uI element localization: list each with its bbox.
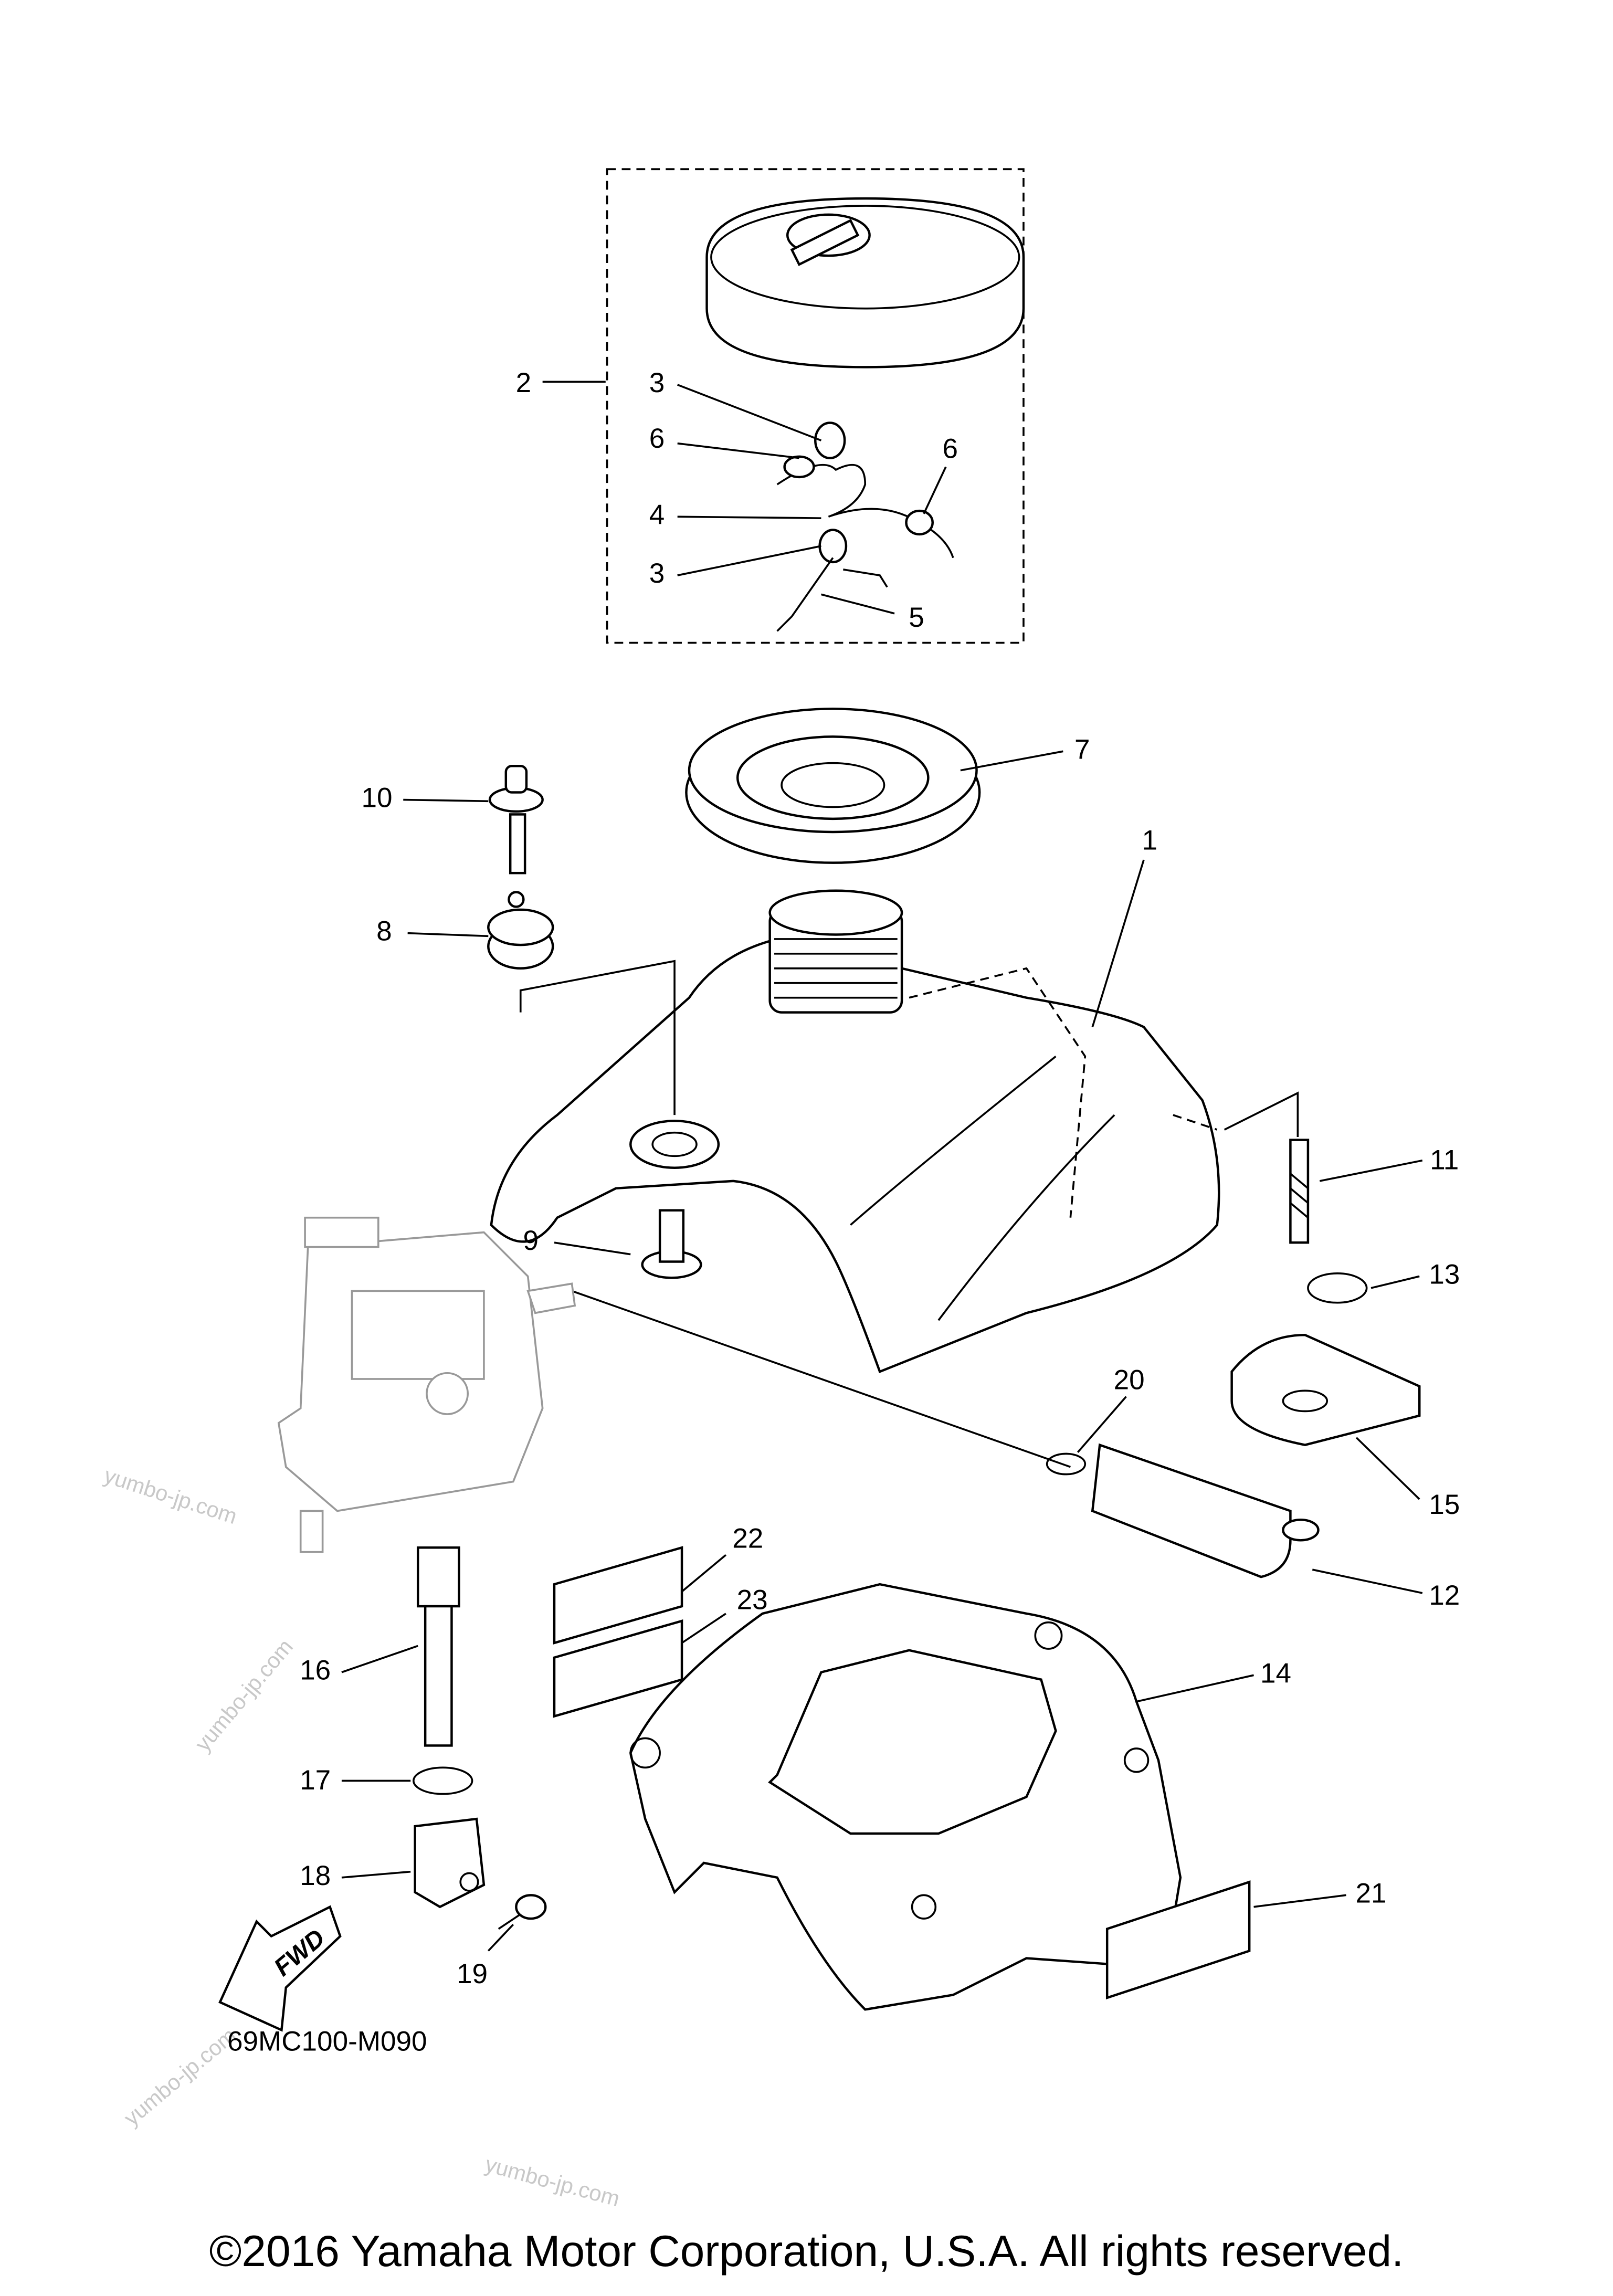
watermark: yumbo-jp.com [483, 2152, 623, 2211]
part-label-20: 20 [1114, 1365, 1145, 1396]
part-label-18: 18 [300, 1860, 331, 1891]
watermark: yumbo-jp.com [119, 2023, 241, 2131]
part-1-fuel-tank [490, 889, 1220, 1373]
part-label-4: 4 [649, 499, 665, 530]
diagram-code: 69MC100-M090 [227, 2026, 427, 2057]
part-9-collar [641, 1209, 702, 1279]
leader-line [1312, 1568, 1423, 1594]
leader-line [1370, 1275, 1420, 1289]
leader-line [681, 1554, 727, 1593]
part-label-9: 9 [523, 1225, 539, 1256]
fuel-line-route [571, 1290, 1071, 1468]
part-label-19: 19 [457, 1958, 488, 1989]
leader-line [960, 750, 1063, 772]
leader-line [677, 545, 821, 576]
part-label-6: 6 [943, 434, 958, 465]
leader-line [681, 1613, 726, 1644]
leader-line [1077, 1396, 1127, 1453]
watermark: yumbo-jp.com [190, 1634, 298, 1756]
leader-line [1253, 1894, 1346, 1908]
part-label-3: 3 [649, 558, 665, 589]
part-10-screw [488, 765, 544, 875]
part-label-8: 8 [376, 916, 392, 947]
part-13-clip [1307, 1272, 1368, 1304]
leader-line [923, 466, 947, 514]
part-23-decal [553, 1619, 683, 1718]
part-label-22: 22 [732, 1523, 763, 1554]
part-label-2: 2 [516, 367, 532, 398]
part-label-11: 11 [1430, 1145, 1459, 1176]
part-label-13: 13 [1429, 1259, 1460, 1290]
part-label-12: 12 [1429, 1580, 1460, 1611]
leader-line [1355, 1437, 1420, 1500]
part-label-17: 17 [300, 1765, 331, 1796]
part-label-7: 7 [1074, 734, 1090, 765]
part-label-14: 14 [1260, 1658, 1291, 1689]
leader-line [403, 798, 489, 803]
leader-line [341, 1870, 411, 1879]
part-label-3: 3 [649, 367, 665, 398]
part-16-lever [416, 1546, 460, 1747]
leader-line [1091, 859, 1145, 1028]
part-15-plate [1230, 1333, 1421, 1447]
part-12-fuel-hose [1046, 1443, 1320, 1578]
part-label-6: 6 [649, 423, 665, 454]
part-label-5: 5 [909, 602, 924, 633]
part-label-10: 10 [361, 782, 392, 813]
leader-line [341, 1645, 418, 1673]
carburetor [277, 1216, 576, 1553]
part-17-o-ring [412, 1766, 473, 1795]
part-21-decal [1105, 1880, 1251, 2000]
fuel-cap-assembly [606, 168, 1025, 644]
leader-line [677, 384, 822, 441]
part-7-seal [685, 708, 981, 864]
assembly-guide-lines [519, 960, 1299, 1138]
part-label-15: 15 [1429, 1489, 1460, 1520]
fwd-arrow-icon: FWD [218, 1905, 342, 2032]
leader-line [820, 593, 895, 615]
part-label-23: 23 [737, 1585, 768, 1616]
watermark: yumbo-jp.com [101, 1462, 240, 1529]
part-11-filter [1289, 1139, 1310, 1244]
part-label-16: 16 [300, 1655, 331, 1686]
leader-line [1136, 1674, 1254, 1703]
part-14-cover [629, 1583, 1182, 2011]
part-8-grommet [487, 891, 554, 970]
part-18-housing [414, 1817, 486, 1909]
chain [776, 422, 954, 632]
copyright: ©2016 Yamaha Motor Corporation, U.S.A. A… [209, 2226, 1404, 2276]
part-label-21: 21 [1356, 1878, 1387, 1909]
leader-line [1319, 1159, 1423, 1182]
decals [553, 1546, 1251, 2000]
part-19-screw [498, 1894, 547, 1930]
leader-line [407, 932, 489, 938]
part-label-1: 1 [1142, 825, 1157, 856]
leader-line [554, 1241, 631, 1256]
leader-line [677, 515, 821, 519]
part-22-decal [553, 1546, 683, 1645]
leader-line [487, 1923, 514, 1952]
leader-line [677, 442, 799, 459]
